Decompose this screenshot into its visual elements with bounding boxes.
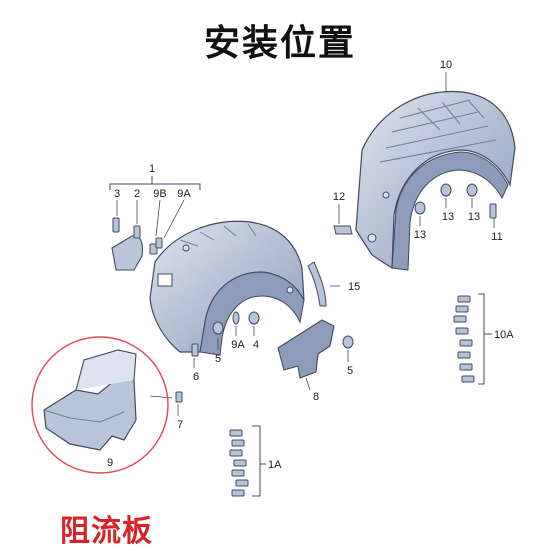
part-labels: 1 3 2 9B 9A 10 12 15 5 9A 4 5 6 7 8 9 13… [107,59,514,471]
label-10a: 10A [494,329,514,341]
highlight-circle [31,336,169,474]
label-9b: 9B [153,188,166,200]
label-2: 2 [134,188,140,200]
label-4: 4 [253,339,259,351]
label-9a-mid: 9A [231,339,245,351]
screw-group-1a [229,429,249,497]
fasteners [112,183,497,403]
group-brackets [109,176,492,497]
cover-cap [111,235,144,271]
label-1a: 1A [268,459,282,471]
label-12: 12 [333,191,345,203]
label-13b: 13 [442,211,454,223]
label-7: 7 [177,419,183,431]
front-wheel-liner [149,220,305,356]
label-11: 11 [491,231,502,243]
deflector-part-9 [43,349,137,451]
label-1: 1 [149,163,155,175]
label-13a: 13 [414,229,426,241]
page-title: 安装位置 [203,22,356,64]
label-5b: 5 [347,365,353,377]
label-13c: 13 [468,211,480,223]
clip-part-12 [333,225,353,235]
label-15: 15 [348,281,360,293]
label-9a-top: 9A [177,188,191,200]
rear-wheel-liner [355,90,516,271]
label-9: 9 [107,457,113,469]
label-5a: 5 [215,353,221,365]
leader-lines [116,72,495,416]
label-10: 10 [440,59,452,71]
label-8: 8 [313,391,319,403]
screw-group-10a [453,295,475,383]
deflector-caption: 阻流板 [60,514,153,549]
bracket-part-8 [277,319,335,379]
label-6: 6 [193,371,199,383]
strip-part-15 [307,261,327,307]
label-3: 3 [114,188,120,200]
